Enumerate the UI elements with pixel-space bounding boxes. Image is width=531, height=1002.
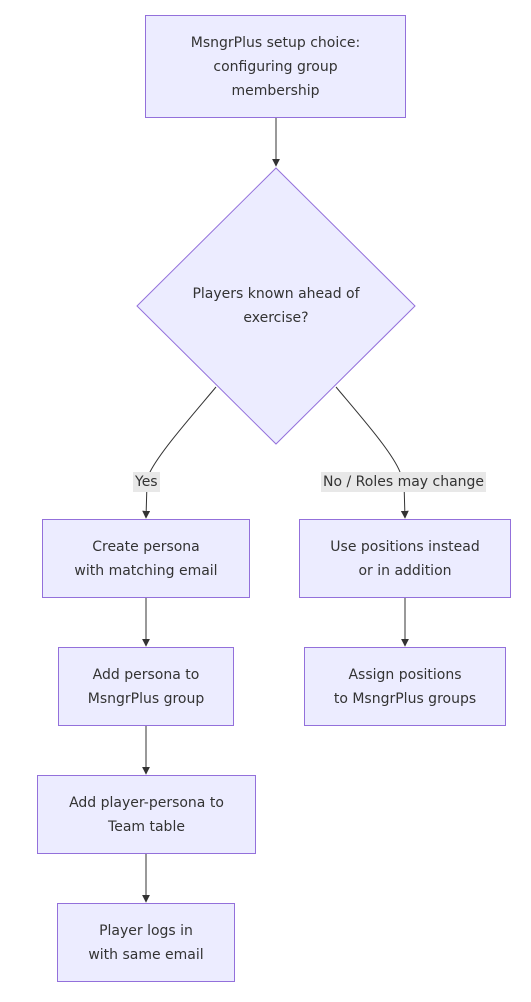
use-positions-label: Use positions instead or in addition [330,538,480,579]
add-persona-label: Add persona to MsngrPlus group [87,666,205,707]
setup-choice-node: MsngrPlus setup choice: configuring grou… [145,15,406,118]
edge-decision-to-use-positions [335,386,409,519]
player-logs-in-node: Player logs in with same email [57,903,235,982]
player-logs-in-label: Player logs in with same email [88,922,204,963]
edge-label-no: No / Roles may change [321,472,487,492]
create-persona-label: Create persona with matching email [74,538,218,579]
assign-positions-node: Assign positions to MsngrPlus groups [304,647,506,726]
add-persona-node: Add persona to MsngrPlus group [58,647,234,726]
add-player-persona-label: Add player-persona to Team table [69,794,224,835]
decision-label: Players known ahead of exercise? [192,286,360,326]
use-positions-node: Use positions instead or in addition [299,519,511,598]
decision-diamond [136,167,416,445]
assign-positions-label: Assign positions to MsngrPlus groups [333,666,477,707]
edge-label-yes: Yes [133,472,160,492]
setup-choice-label: MsngrPlus setup choice: configuring grou… [190,34,361,99]
add-player-persona-node: Add player-persona to Team table [37,775,256,854]
edge-decision-to-create-persona [142,386,217,519]
create-persona-node: Create persona with matching email [42,519,250,598]
